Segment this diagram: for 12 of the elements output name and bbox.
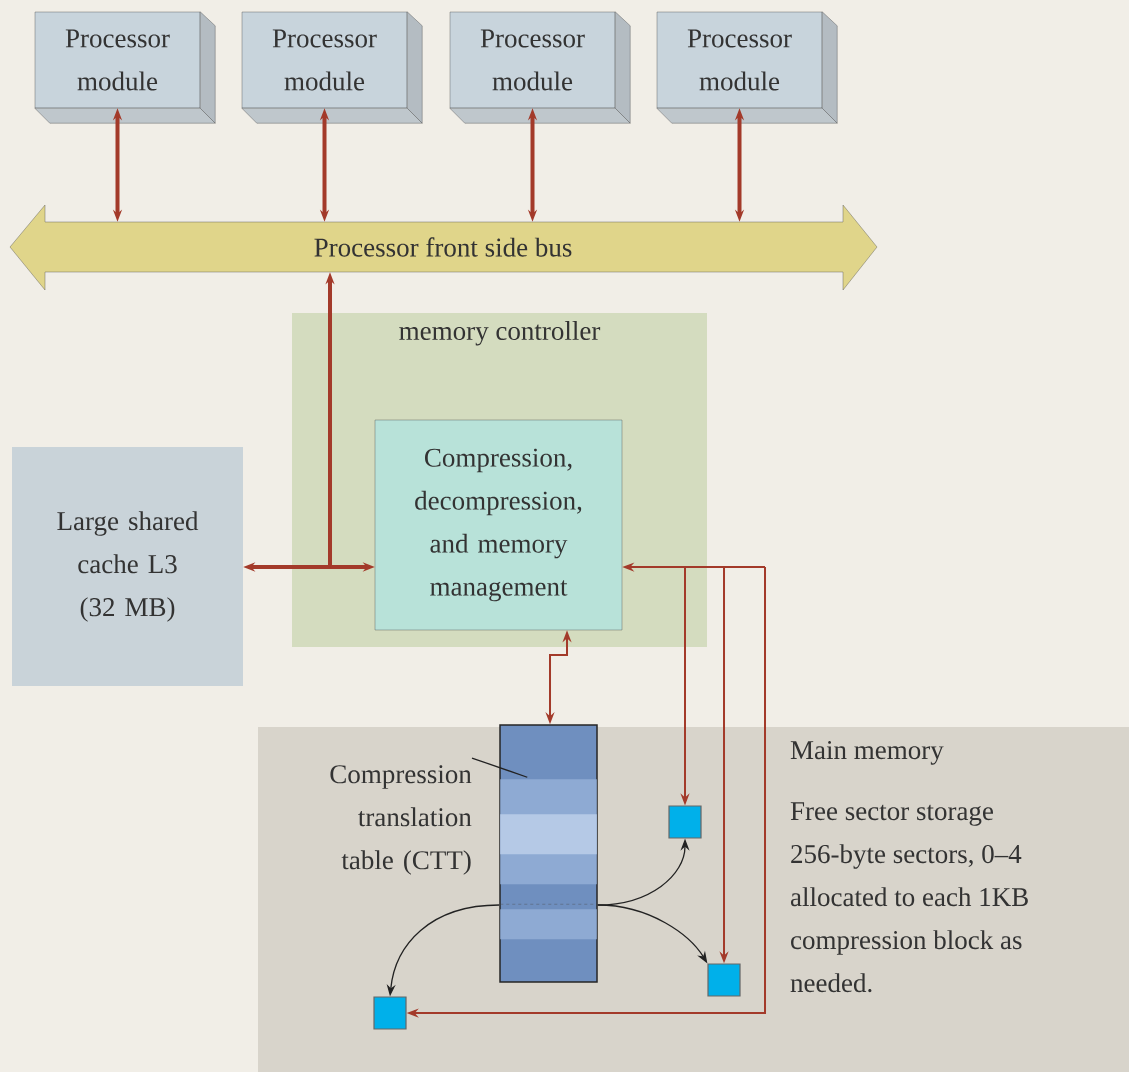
process-box: Compression, decompression, and memory management (374, 419, 623, 631)
table-label: Compression translation table (CTT) (330, 765, 472, 875)
sector-square (668, 805, 702, 839)
processor-module-box: Processor module (449, 11, 631, 124)
leader-line (471, 757, 528, 778)
sector-square (707, 963, 741, 997)
processor-module-box: Processor module (34, 11, 216, 124)
table-column (499, 724, 598, 983)
cache-box: Large shared cache L3 (32 MB) (12, 447, 243, 686)
processor-module-box: Processor module (241, 11, 423, 124)
processor-module-box: Processor module (656, 11, 838, 124)
sector-square (373, 996, 407, 1030)
